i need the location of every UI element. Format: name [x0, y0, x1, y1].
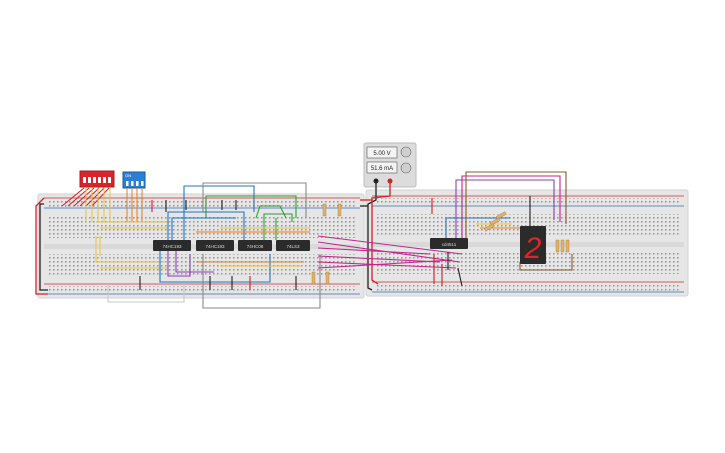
negative-terminal[interactable]: [373, 178, 379, 184]
dip-switch-red[interactable]: [79, 170, 115, 188]
voltage-knob[interactable]: [400, 146, 412, 158]
chip-3-label: 74HC08: [247, 244, 264, 249]
switch-wires[interactable]: [61, 187, 170, 269]
dip-switch-blue[interactable]: ON: [122, 171, 146, 189]
chip-5-label: cd4511: [442, 242, 457, 247]
resistors-left[interactable]: [311, 203, 342, 285]
ic-chip-5[interactable]: cd4511: [430, 238, 468, 249]
resistors-right[interactable]: [483, 211, 570, 253]
chip-4-label: 74LS3: [286, 244, 300, 249]
ic-chip-4[interactable]: 74LS3: [276, 240, 310, 251]
current-display: 51.6 mA: [371, 166, 393, 172]
ic-chip-3[interactable]: 74HC08: [238, 240, 272, 251]
dip-switch-label: ON: [125, 173, 131, 178]
seven-segment-display[interactable]: 2: [520, 226, 546, 265]
current-knob[interactable]: [400, 162, 412, 174]
chip-2-label: 74HC193: [205, 244, 225, 249]
logic-wires[interactable]: [107, 182, 321, 309]
chip-1-label: 74HC193: [162, 244, 182, 249]
ic-chip-1[interactable]: 74HC193: [153, 240, 191, 251]
power-supply[interactable]: 5.00 V 51.6 mA: [363, 142, 417, 188]
voltage-display: 5.00 V: [373, 151, 390, 157]
positive-terminal[interactable]: [387, 178, 393, 184]
ic-chip-2[interactable]: 74HC193: [196, 240, 234, 251]
display-digit: 2: [524, 232, 542, 265]
interconnect-wires[interactable]: [317, 235, 463, 269]
power-wires[interactable]: [35, 183, 391, 295]
